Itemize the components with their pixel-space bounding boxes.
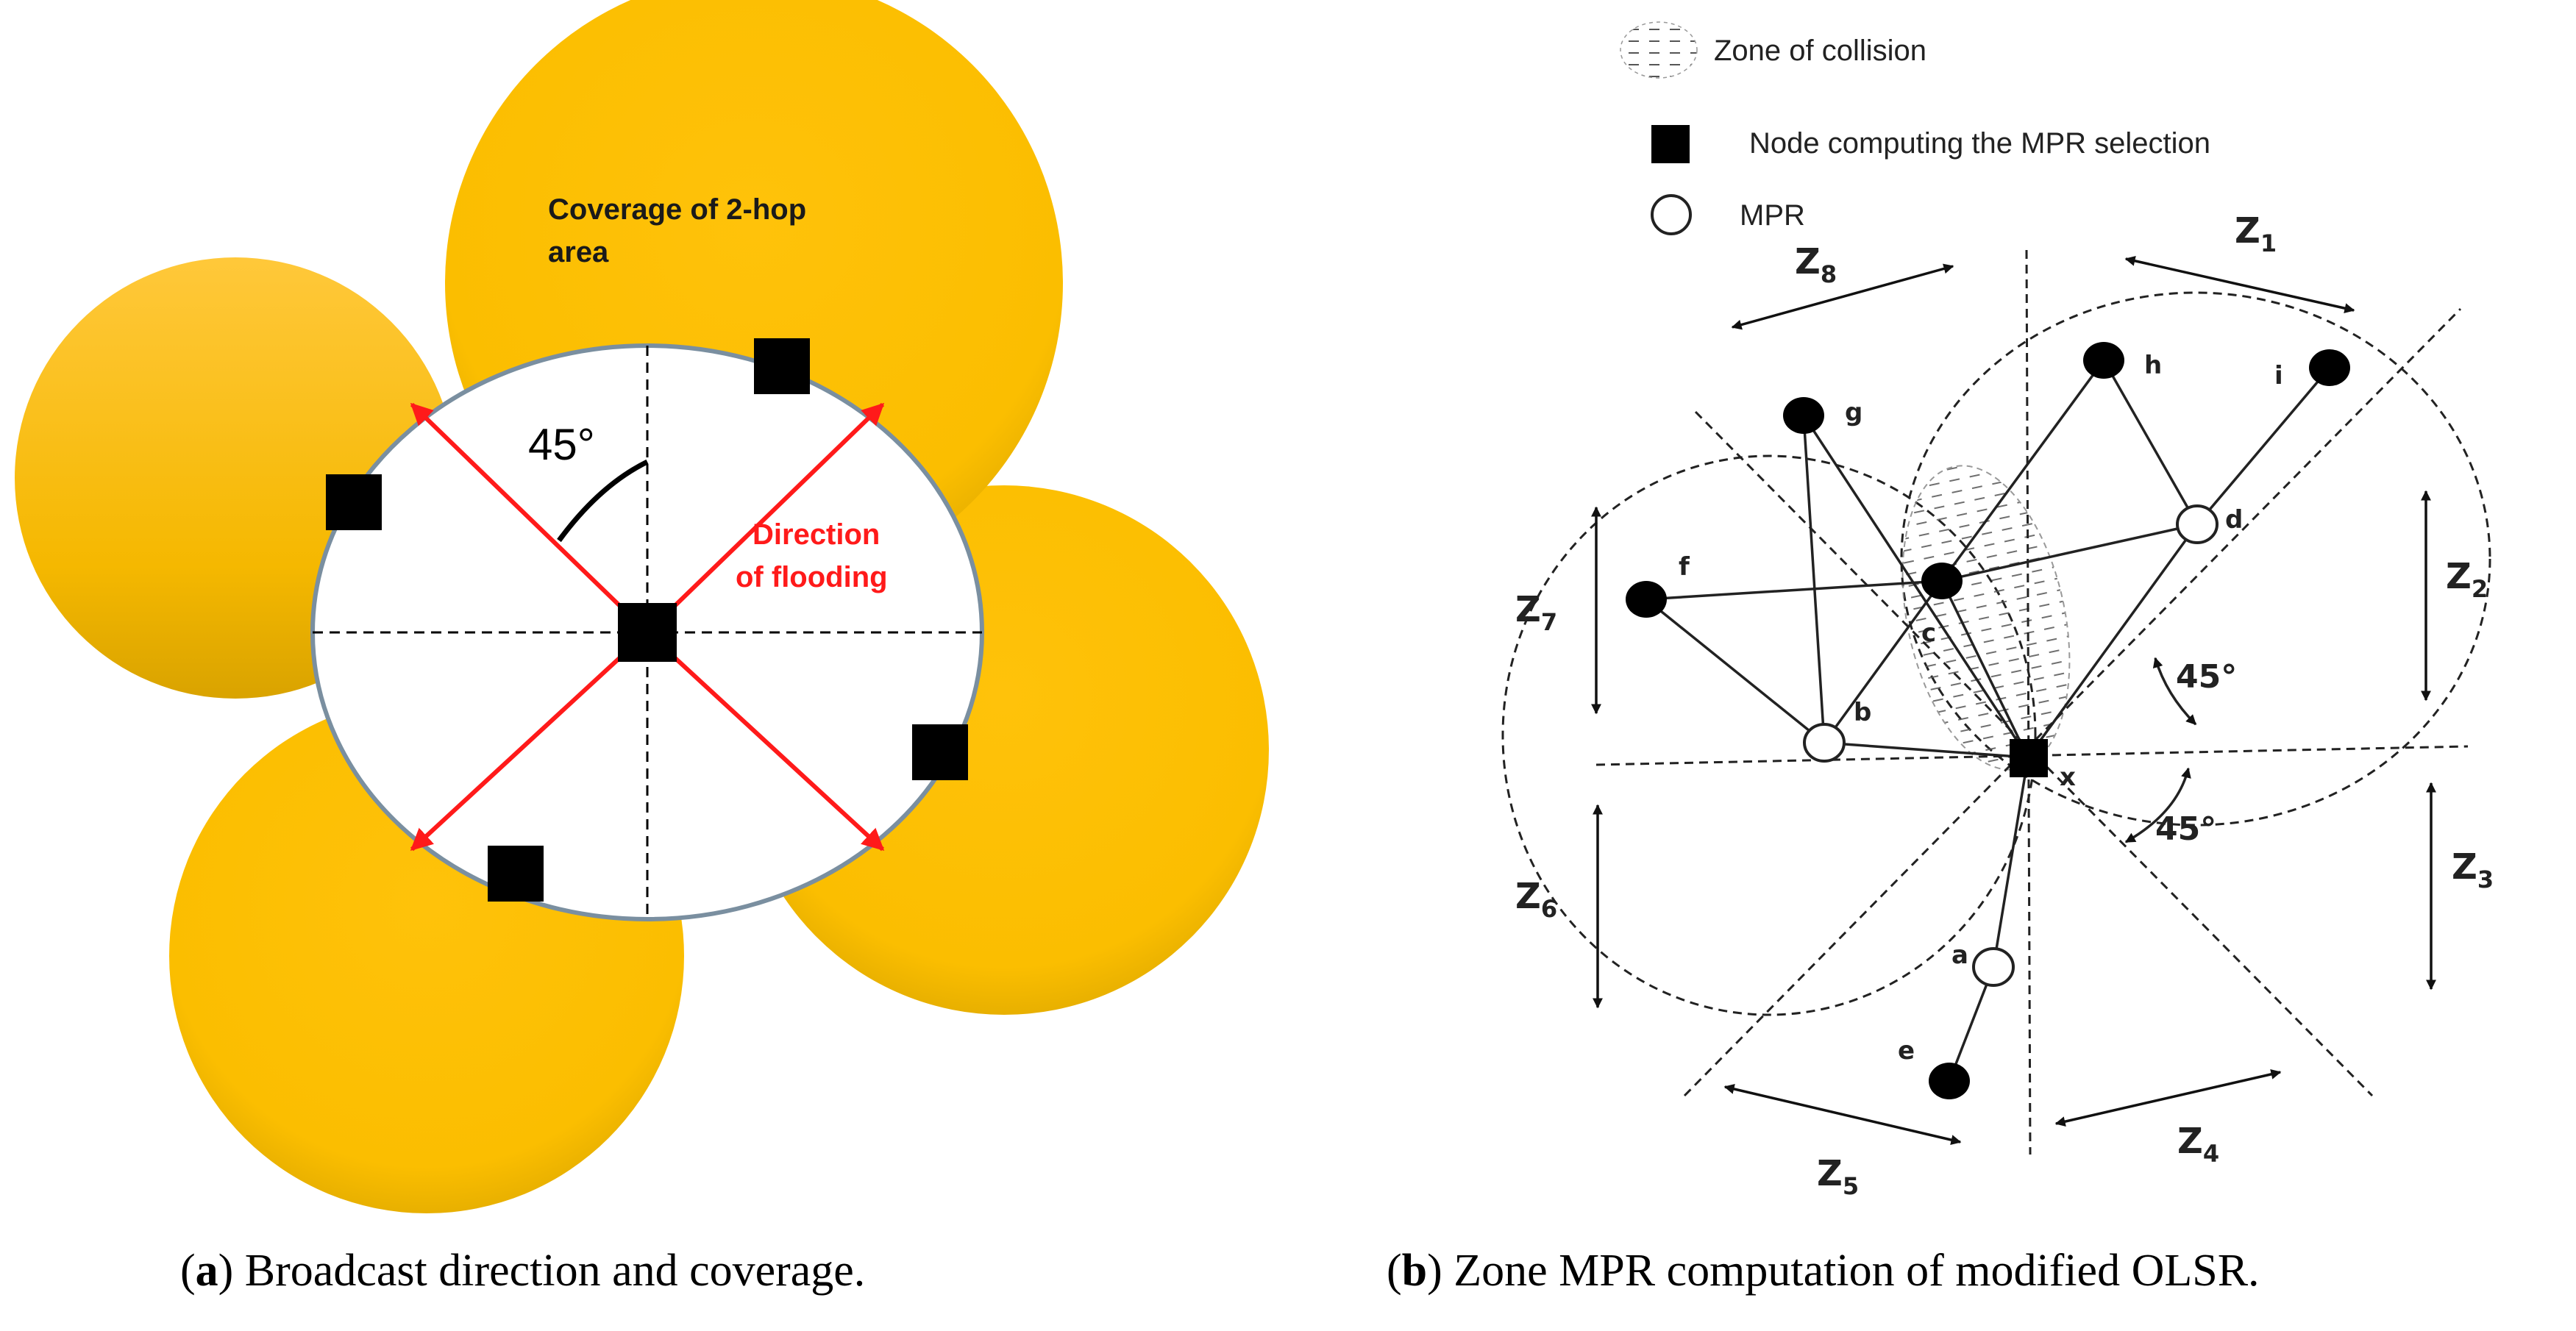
node-label-g: g (1845, 398, 1862, 427)
divider-diagonal-falling (1694, 410, 2374, 1097)
node-label-x: x (2060, 763, 2076, 792)
direction-label-line1: Direction (752, 518, 880, 551)
source-node (618, 603, 677, 662)
flood-arrow-lower-left (410, 630, 650, 852)
angle-label-upper: 45° (2176, 658, 2237, 696)
link-x-c (1940, 580, 2029, 758)
node-g (1783, 397, 1824, 434)
caption-b: (b) Zone MPR computation of modified OLS… (1387, 1246, 2260, 1296)
node-d-mpr (2176, 504, 2219, 544)
zone-label-z1: Z1 (2235, 210, 2277, 257)
zone-arrow-z5 (1723, 1084, 1962, 1145)
link-d-h (2102, 360, 2199, 525)
legend-computing-node-label: Node computing the MPR selection (1749, 127, 2210, 160)
node-square-4 (488, 846, 544, 902)
coverage-label-line1: Coverage of 2-hop (548, 193, 806, 226)
link-c-f (1645, 579, 1943, 601)
zone-circle-right (1900, 291, 2491, 827)
divider-vertical (2025, 249, 2032, 1155)
zone-label-z8: Z8 (1795, 241, 1837, 288)
link-b-f (1645, 598, 1826, 744)
divider-horizontal (1595, 745, 2469, 766)
caption-b-letter: b (1402, 1246, 1427, 1296)
angle-arc-upper (2152, 657, 2197, 726)
zone-arrow-z4 (2054, 1068, 2282, 1127)
flood-arrow-upper-right (645, 402, 885, 635)
node-label-e: e (1898, 1036, 1915, 1066)
flood-arrow-upper-left (410, 402, 650, 635)
node-c (1921, 563, 1963, 599)
caption-a-letter: a (196, 1246, 218, 1296)
link-x-b (1824, 741, 2029, 759)
link-x-d (2027, 523, 2199, 759)
node-label-b: b (1854, 698, 1871, 727)
zone-arrow-z8 (1731, 263, 1954, 330)
link-x-g (1802, 415, 2029, 758)
link-d-i (2196, 366, 2331, 526)
angle-label: 45° (528, 420, 595, 469)
legend-computing-node-swatch (1651, 125, 1690, 163)
node-label-c: c (1921, 618, 1936, 648)
node-b-mpr (1803, 723, 1846, 763)
caption-b-text: ) Zone MPR computation of modified OLSR. (1427, 1246, 2259, 1296)
link-b-c (1823, 579, 1943, 744)
node-square-3 (912, 724, 968, 780)
zone-label-z7: Z7 (1515, 589, 1557, 636)
link-a-e (1948, 966, 1995, 1082)
flood-arrow-lower-right (645, 630, 885, 852)
node-label-i: i (2274, 361, 2283, 390)
node-i (2309, 349, 2350, 386)
node-a-mpr (1972, 947, 2015, 987)
link-x-a (1992, 757, 2029, 968)
link-b-g (1802, 415, 1826, 743)
zone-label-z3: Z3 (2452, 846, 2494, 893)
link-c-h (1940, 359, 2105, 582)
node-label-f: f (1679, 552, 1690, 582)
node-x-computing (2010, 739, 2048, 777)
link-c-d (1941, 523, 2198, 582)
angle-arc (557, 459, 649, 543)
zone-arrow-z1 (2124, 255, 2355, 314)
direction-label-line2: of flooding (736, 561, 888, 593)
panel-a: Coverage of 2-hop area 45° Direction of … (15, 0, 1269, 1296)
node-label-a: a (1951, 941, 1968, 970)
legend-mpr-swatch (1651, 194, 1692, 235)
node-e (1929, 1063, 1970, 1099)
zone-label-z6: Z6 (1515, 876, 1557, 923)
caption-a: (a) Broadcast direction and coverage. (180, 1246, 865, 1296)
angle-arc-lower (2124, 767, 2191, 843)
node-h (2083, 342, 2124, 379)
zone-label-z4: Z4 (2177, 1121, 2219, 1168)
zone-arrows (1591, 255, 2436, 1145)
node-f (1626, 581, 1667, 618)
node-square-2 (326, 474, 382, 530)
angle-label-lower: 45° (2155, 810, 2216, 848)
coverage-label-line2: area (548, 236, 609, 268)
panel-b: Zone of collision Node computing the MPR… (1387, 21, 2494, 1296)
links (1645, 359, 2331, 1082)
zone-label-z5: Z5 (1817, 1153, 1859, 1200)
caption-a-text: ) Broadcast direction and coverage. (218, 1246, 866, 1296)
legend-mpr-label: MPR (1740, 199, 1805, 232)
zone-label-z2: Z2 (2446, 556, 2488, 603)
divider-diagonal-rising (1683, 307, 2462, 1097)
collision-zone (1901, 465, 2071, 771)
legend-collision-label: Zone of collision (1714, 35, 1926, 67)
legend-collision-swatch (1620, 21, 1698, 79)
node-label-h: h (2144, 351, 2162, 380)
node-label-d: d (2225, 505, 2243, 535)
node-square-1 (754, 338, 810, 394)
